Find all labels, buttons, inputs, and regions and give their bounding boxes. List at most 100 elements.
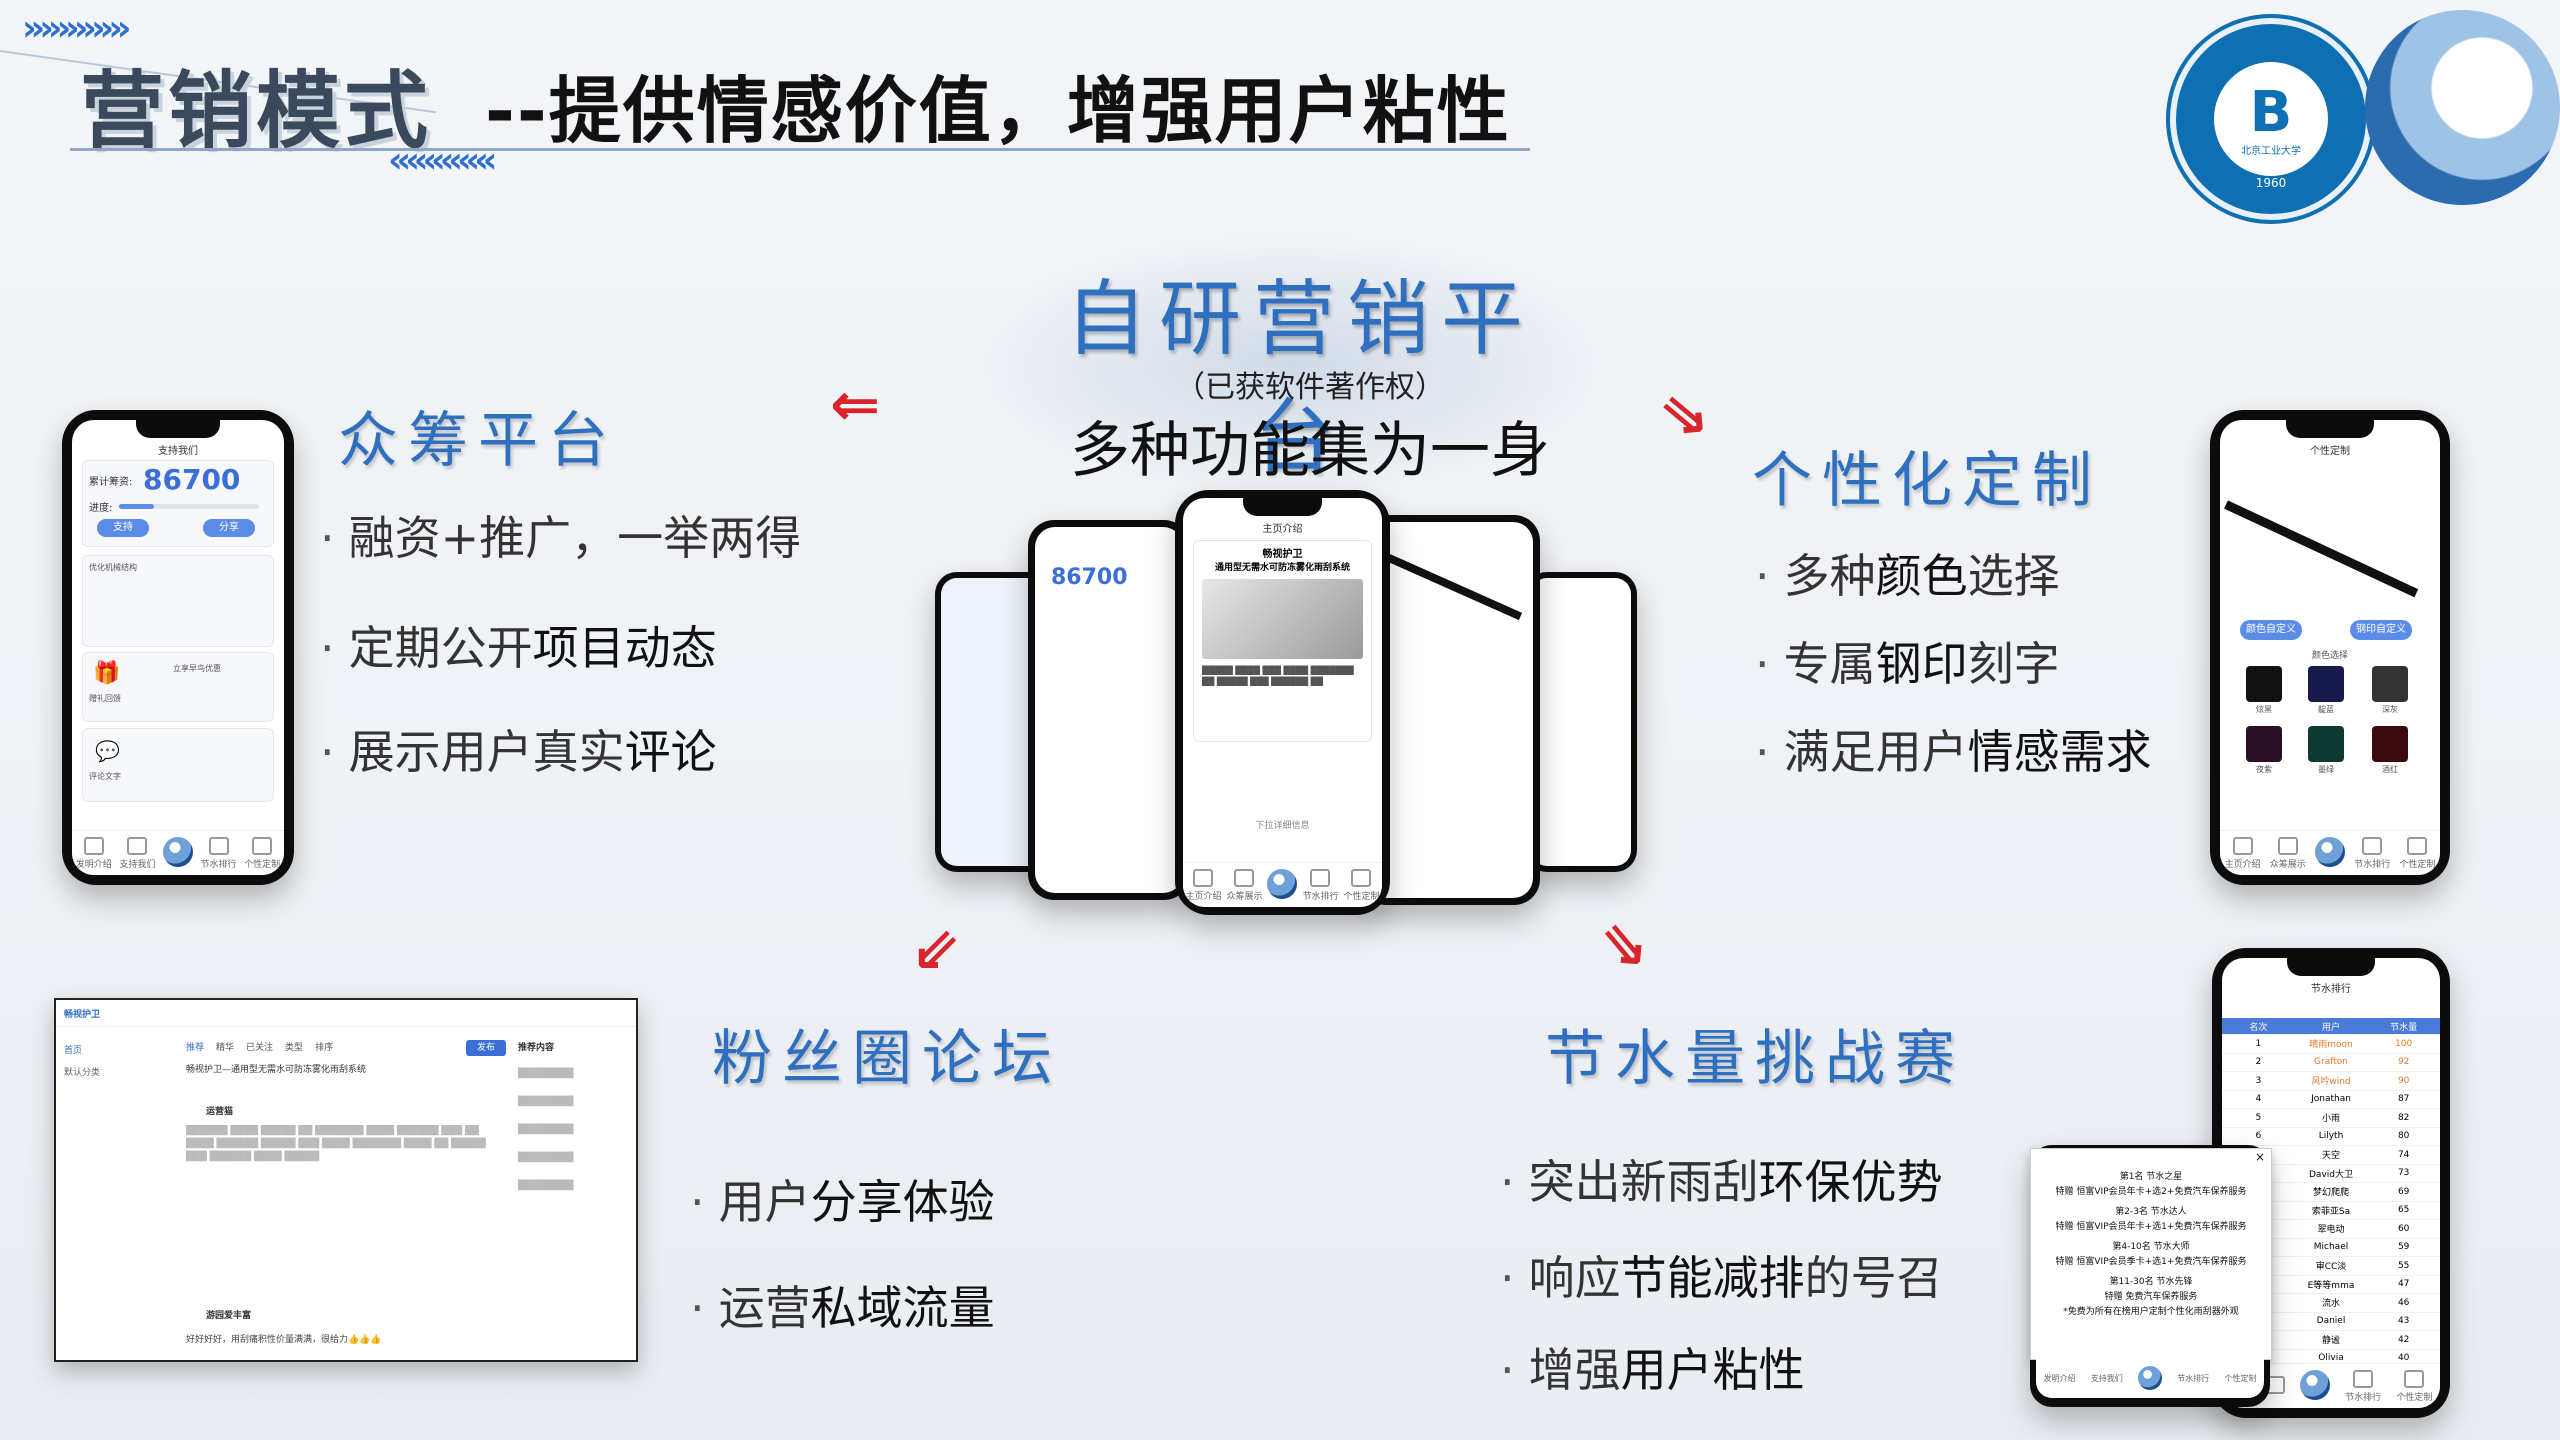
nav-item[interactable]: 个性定制 [1343,868,1379,902]
popup-line: 特赠 恒富VIP会员年卡+选1+免费汽车保养服务 [2055,1222,2247,1232]
popup-line: 第11-30名 节水先锋 [2109,1277,2193,1287]
nav-home-ball[interactable] [1267,869,1298,901]
nav-item[interactable]: 节水排行 [201,836,237,870]
forum-post-title[interactable]: 畅视护卫—通用型无需水可防冻雾化雨刮系统 [186,1065,367,1075]
center-card-sub: 通用型无需水可防冻雾化雨刮系统 [1214,563,1350,573]
nav-item[interactable]: 节水排行 [2345,1369,2381,1403]
progress-label: 进度: [89,503,113,514]
swatch-label: 靛蓝 [2318,705,2334,714]
swatch-1[interactable] [2308,666,2344,702]
challenge-bullet-3: ·增强用户粘性 [1500,1343,1805,1397]
crowdfunding-bullet-3: ·展示用户真实评论 [320,725,717,779]
forum-user2[interactable]: 游园爱丰富 [206,1311,252,1321]
support-item1: 优化机械结构 [89,563,137,572]
custom-bullet-2: ·专属钢印刻字 [1755,637,2060,691]
custom-phone-title: 个性定制 [2310,446,2350,457]
progress-bar [119,504,259,509]
slide-title: 营销模式 [80,62,433,160]
forum-tab[interactable]: 推荐 [186,1043,205,1053]
nav-home-ball[interactable] [2299,1370,2330,1402]
nav-item[interactable]: 支持我们 [2090,1373,2123,1383]
forum-post-button[interactable]: 发布 [466,1040,506,1056]
phone-custom: 个性定制 颜色自定义 钢印自定义 颜色选择 炫黑 靛蓝 深灰 夜紫 墨绿 酒红 … [2210,410,2450,885]
nav-home-ball[interactable] [162,837,193,869]
nav-item[interactable]: 主页介绍 [2225,836,2261,870]
nav-item[interactable]: 个性定制 [2399,836,2435,870]
phone-cluster-left: 86700 [1028,520,1190,900]
forum-tab[interactable]: 已关注 [246,1043,274,1053]
forum-tab[interactable]: 精华 [216,1043,235,1053]
forum-side-item[interactable]: 首页 [64,1046,83,1056]
stamp-customize-button[interactable]: 钢印自定义 [2350,620,2412,640]
nav-item[interactable]: 节水排行 [2177,1373,2210,1383]
center-card-title: 畅视护卫 [1262,549,1303,560]
support-nav: 发明介绍 支持我们 节水排行 个性定制 [72,830,284,875]
nav-item[interactable]: 个性定制 [244,836,280,870]
forum-title: 粉丝圈论坛 [712,1024,1062,1094]
challenge-title: 节水量挑战赛 [1545,1024,1965,1094]
nav-item[interactable]: 众筹展示 [1226,868,1263,902]
center-more[interactable]: 下拉详细信息 [1255,821,1310,831]
popup-line: 第4-10名 节水大师 [2112,1242,2190,1252]
header-chevrons-right: «««««« [388,140,498,181]
custom-bullet-3: ·满足用户情感需求 [1755,725,2152,779]
nav-home-ball[interactable] [2315,837,2345,869]
forum-bullet-1: ·用户分享体验 [690,1175,995,1229]
custom-nav: 主页介绍 众筹展示 节水排行 个性定制 [2220,830,2440,875]
center-phone-nav: 主页介绍 众筹展示 节水排行 个性定制 [1183,862,1382,907]
popup-line: *免费为所有在榜用户定制个性化雨刮器外观 [2063,1307,2239,1317]
swatch-5[interactable] [2372,726,2408,762]
forum-tab[interactable]: 类型 [285,1043,304,1053]
center-headline: 多种功能集为一身 [1070,416,1550,486]
header-chevrons-left: »»»»»» [22,8,132,49]
slide-subtitle: --提供情感价值，增强用户粘性 [485,69,1511,153]
copyright-note: （已获软件著作权） [1175,370,1445,405]
color-customize-button[interactable]: 颜色自定义 [2240,620,2302,640]
arrow-to-forum: ⇐ [892,907,978,993]
phone-cluster-right-outer [1525,572,1637,872]
swatch-3[interactable] [2246,726,2282,762]
prize-popup: × 第1名 节水之星特赠 恒富VIP会员年卡+选2+免费汽车保养服务第2-3名 … [2030,1148,2272,1360]
popup-line: 第1名 节水之星 [2119,1172,2183,1182]
forum-recommend-title: 推荐内容 [518,1043,555,1053]
swatch-label: 炫黑 [2256,705,2272,714]
logo-letter: B [2249,80,2293,145]
cluster-amount: 86700 [1051,565,1128,590]
nav-item[interactable]: 主页介绍 [1185,868,1222,902]
nav-item[interactable]: 发明介绍 [76,836,112,870]
forum-bullet-2: ·运营私域流量 [690,1281,995,1335]
product-video[interactable] [1202,579,1363,659]
share-button[interactable]: 分享 [203,519,255,537]
forum-side-item[interactable]: 默认分类 [64,1068,101,1078]
nav-item[interactable]: 发明介绍 [2043,1373,2076,1383]
popup-close-icon[interactable]: × [2254,1150,2265,1164]
center-glow [960,230,1620,500]
support-button[interactable]: 支持 [97,519,149,537]
phone-cluster-right [1360,515,1540,905]
nav-item[interactable]: 个性定制 [2396,1369,2432,1403]
swatch-2[interactable] [2372,666,2408,702]
nav-item[interactable]: 众筹展示 [2270,836,2306,870]
rank-title: 节水排行 [2311,984,2351,995]
nav-item[interactable]: 支持我们 [119,836,155,870]
custom-title: 个性化定制 [1752,446,2102,516]
swatch-4[interactable] [2308,726,2344,762]
swatch-label: 墨绿 [2318,765,2334,774]
support-title: 支持我们 [158,446,198,457]
popup-line: 特赠 恒富VIP会员季卡+选1+免费汽车保养服务 [2055,1257,2247,1267]
forum-comment: 好好好好，用刮痛积性价量满满，很给力👍👍👍 [186,1335,382,1345]
phone-support: 支持我们 累计筹资: 86700 进度: 支持 分享 优化机械结构 🎁 赠礼回馈… [62,410,294,885]
forum-user1[interactable]: 运营猫 [206,1107,234,1117]
swatch-0[interactable] [2246,666,2282,702]
arrow-to-crowdfunding: ⇐ [830,370,881,440]
forum-brand: 畅视护卫 [56,1000,636,1027]
nav-home-ball[interactable] [2137,1366,2162,1390]
forum-tab[interactable]: 排序 [315,1043,334,1053]
nav-item[interactable]: 节水排行 [2354,836,2390,870]
nav-item[interactable]: 个性定制 [2224,1373,2257,1383]
crowdfunding-title: 众筹平台 [338,406,618,476]
nav-item[interactable]: 节水排行 [1302,868,1338,902]
color-label: 颜色选择 [2311,651,2348,661]
